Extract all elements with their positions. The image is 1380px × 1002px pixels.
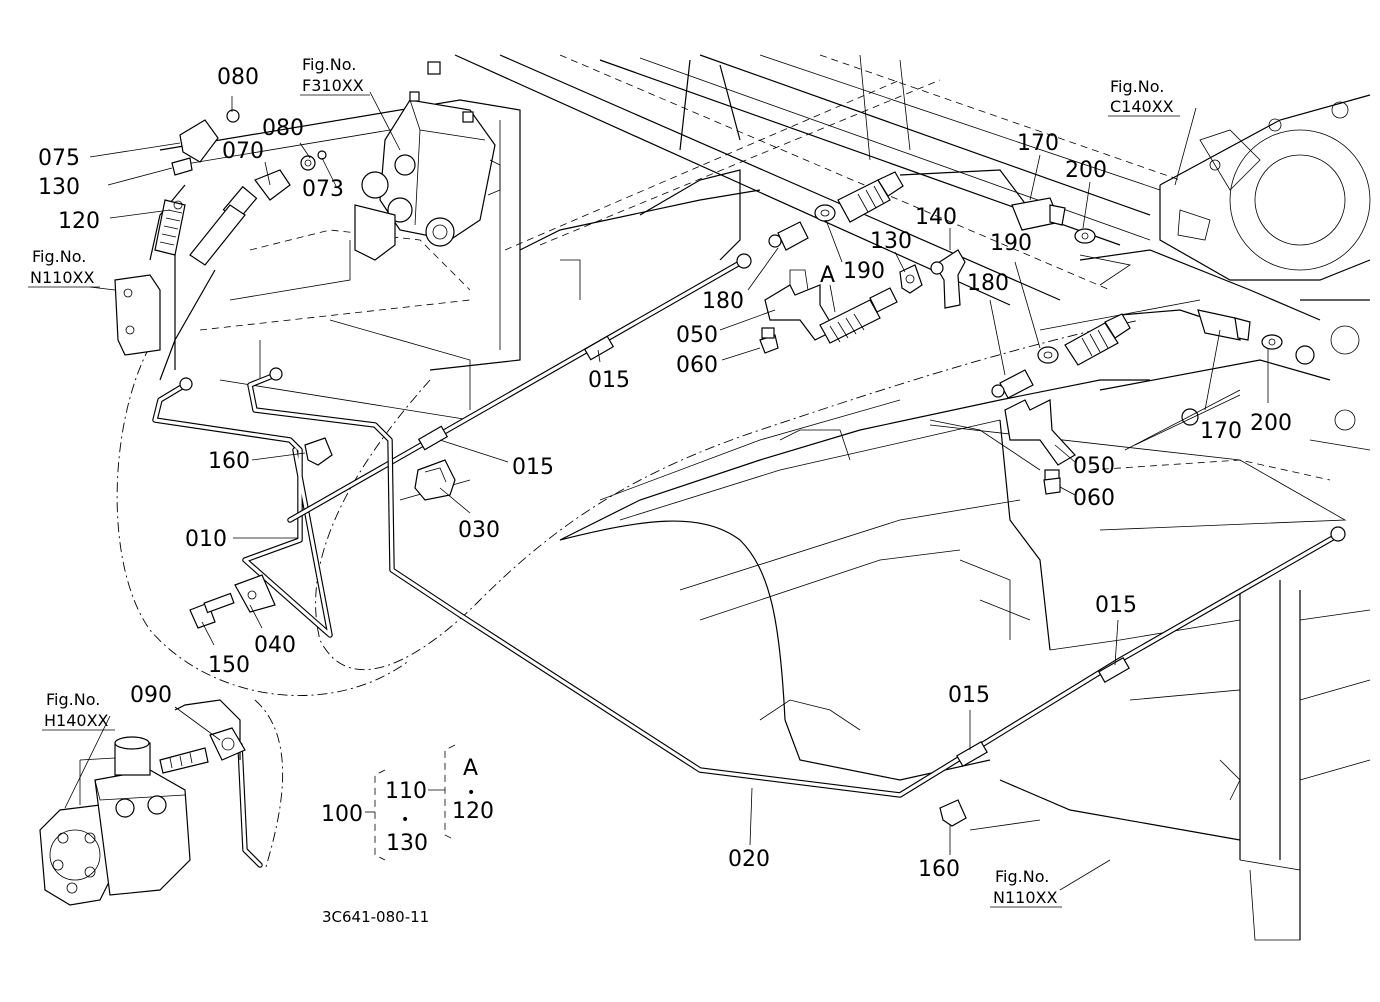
fig-ref-n110a-line2: N110XX xyxy=(30,268,94,287)
callout-180b: 180 xyxy=(967,271,1009,296)
pipe-sleeves xyxy=(179,253,1346,768)
callout-A: A xyxy=(820,263,835,288)
callout-150: 150 xyxy=(208,653,250,678)
callout-170b: 170 xyxy=(1200,419,1242,444)
callout-015d: 015 xyxy=(948,683,990,708)
fig-ref-c140-line1: Fig.No. xyxy=(1110,77,1164,96)
kit-legend-brackets xyxy=(365,744,456,861)
kit-legend-kit: 100 xyxy=(321,802,363,827)
kit-legend-item-a: 110 xyxy=(385,779,427,804)
fig-ref-c140-line2: C140XX xyxy=(1110,97,1174,116)
kit-legend-dot-1: • xyxy=(401,812,409,828)
fig-ref-h140-line1: Fig.No. xyxy=(46,690,100,709)
fig-ref-n110a-line1: Fig.No. xyxy=(32,247,86,266)
fig-ref-h140-line2: H140XX xyxy=(44,711,109,730)
fig-ref-n110b-line2: N110XX xyxy=(993,888,1057,907)
callouts: 080 075 130 120 080 070 073 170 200 140 … xyxy=(38,65,1292,882)
kit-legend-dot-2: • xyxy=(467,785,475,801)
kit-legend-sub-label: A xyxy=(463,756,478,781)
callout-200b: 200 xyxy=(1250,411,1292,436)
drawing-number: 3C641-080-11 xyxy=(322,908,429,926)
kit-legend-sub-item: 120 xyxy=(452,799,494,824)
callout-015a: 015 xyxy=(588,368,630,393)
leader-lines xyxy=(64,91,1269,891)
callout-070: 070 xyxy=(222,139,264,164)
callout-160a: 160 xyxy=(208,449,250,474)
fig-ref-n110b: Fig.No. N110XX xyxy=(990,867,1062,908)
hydraulic-pipes xyxy=(149,169,1341,871)
callout-170a: 170 xyxy=(1017,131,1059,156)
callout-050a: 050 xyxy=(676,323,718,348)
center-fittings xyxy=(189,171,1315,827)
kit-legend-item-b: 130 xyxy=(386,831,428,856)
callout-130b: 130 xyxy=(870,229,912,254)
callout-015c: 015 xyxy=(1095,593,1137,618)
callout-060a: 060 xyxy=(676,353,718,378)
callout-160b: 160 xyxy=(918,857,960,882)
callout-200a: 200 xyxy=(1065,158,1107,183)
fig-ref-c140: Fig.No. C140XX xyxy=(1108,77,1180,117)
callout-190a: 190 xyxy=(843,259,885,284)
fig-ref-n110b-line1: Fig.No. xyxy=(995,867,1049,886)
control-valve xyxy=(114,61,501,356)
callout-190b: 190 xyxy=(990,231,1032,256)
callout-090: 090 xyxy=(130,683,172,708)
fig-ref-f310: Fig.No. F310XX xyxy=(300,55,370,96)
callout-073: 073 xyxy=(302,177,344,202)
callout-120: 120 xyxy=(58,209,100,234)
callout-015b: 015 xyxy=(512,455,554,480)
callout-060b: 060 xyxy=(1073,486,1115,511)
fig-ref-f310-line1: Fig.No. xyxy=(302,55,356,74)
fig-ref-h140: Fig.No. H140XX xyxy=(42,690,115,731)
callout-080a: 080 xyxy=(217,65,259,90)
kit-legend: 100 110 • 130 A • 120 xyxy=(321,756,494,856)
fig-ref-n110a: Fig.No. N110XX xyxy=(28,247,100,288)
callout-050b: 050 xyxy=(1073,454,1115,479)
callout-030: 030 xyxy=(458,518,500,543)
callout-130a: 130 xyxy=(38,175,80,200)
callout-040: 040 xyxy=(254,633,296,658)
hydraulic-pump xyxy=(39,727,246,906)
callout-010: 010 xyxy=(185,527,227,552)
callout-080b: 080 xyxy=(262,116,304,141)
callout-180a: 180 xyxy=(702,289,744,314)
callout-020: 020 xyxy=(728,847,770,872)
fig-ref-f310-line2: F310XX xyxy=(302,76,364,95)
callout-075: 075 xyxy=(38,146,80,171)
callout-140: 140 xyxy=(915,205,957,230)
